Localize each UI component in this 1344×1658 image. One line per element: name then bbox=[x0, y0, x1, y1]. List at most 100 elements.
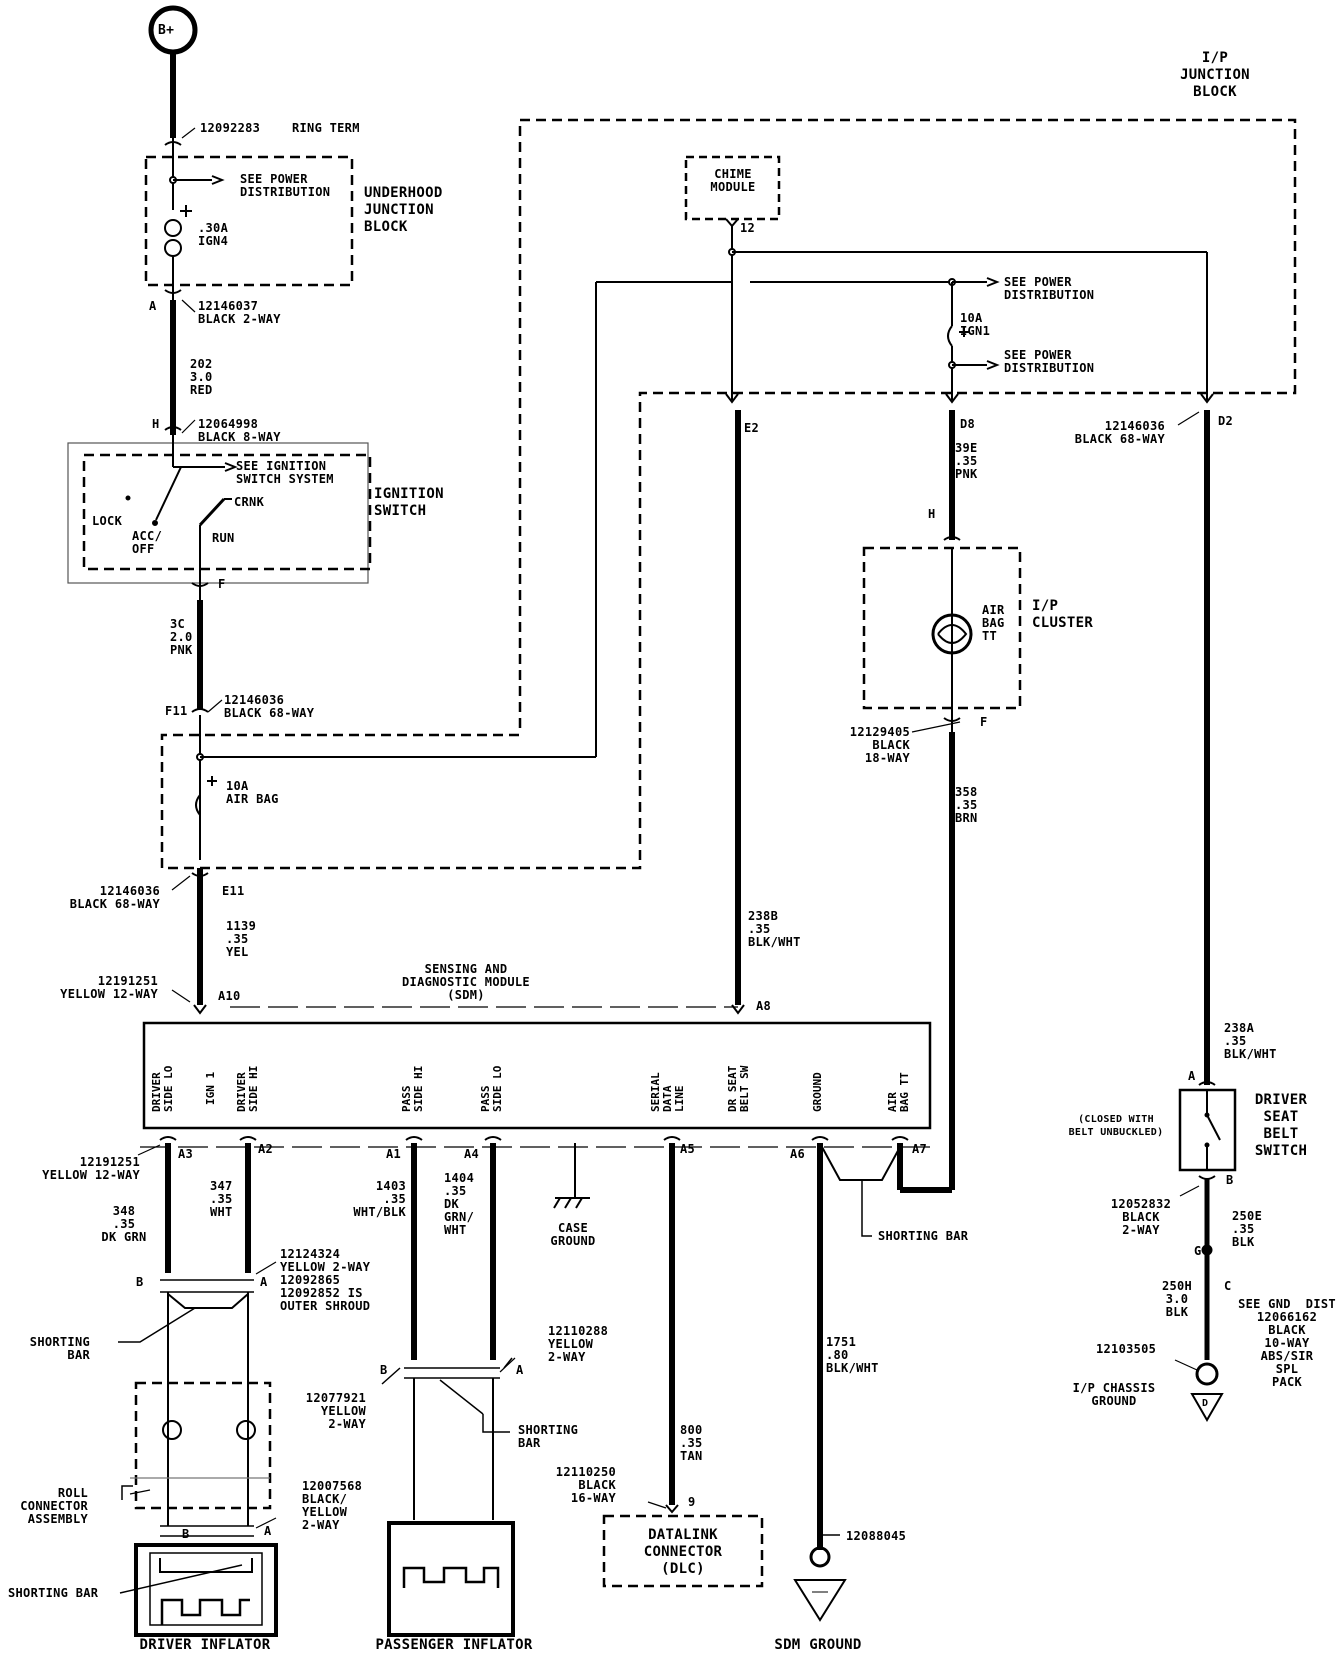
belt-pin-g: G bbox=[1194, 1244, 1202, 1258]
pin-a6: A6 bbox=[790, 1147, 806, 1161]
chime-module-label: CHIME MODULE bbox=[710, 167, 756, 194]
conn-f11: 12146036 BLACK 68-WAY bbox=[224, 693, 315, 720]
passenger-inflator bbox=[387, 1521, 515, 1637]
wire-238a: 238A .35 BLK/WHT bbox=[1224, 1021, 1277, 1061]
wire-347: 347 .35 WHT bbox=[210, 1179, 233, 1219]
wire-1403: 1403 .35 WHT/BLK bbox=[353, 1179, 406, 1219]
ip-chassis-ground: I/P CHASSIS GROUND bbox=[1072, 1381, 1156, 1408]
see-ignition-switch: SEE IGNITION SWITCH SYSTEM bbox=[236, 459, 334, 486]
sdm-module bbox=[142, 1021, 932, 1130]
driver-conn: 12124324 YELLOW 2-WAY 12092865 12092852 … bbox=[280, 1247, 371, 1313]
ring-terminal bbox=[809, 1546, 831, 1568]
see-power-distribution: SEE POWER DISTRIBUTION bbox=[240, 172, 331, 199]
driver-shorting-bar-2: SHORTING BAR bbox=[8, 1586, 99, 1600]
wire-250h: 250H 3.0 BLK bbox=[1161, 1279, 1193, 1319]
driver-pin-b2: B bbox=[182, 1527, 190, 1541]
pin-a8: A8 bbox=[756, 999, 772, 1013]
pin-a3: A3 bbox=[178, 1147, 194, 1161]
pin-a1: A1 bbox=[386, 1147, 402, 1161]
wire-358: 358 .35 BRN bbox=[955, 785, 978, 825]
pin-d8: D8 bbox=[960, 417, 976, 431]
wire-1751: 1751 .80 BLK/WHT bbox=[826, 1335, 879, 1375]
passenger-inflator-label: PASSENGER INFLATOR bbox=[375, 1637, 533, 1653]
battery-label: B+ bbox=[158, 23, 175, 38]
dlc-conn: 12110250 BLACK 16-WAY bbox=[555, 1465, 616, 1505]
dlc-label: DATALINK CONNECTOR (DLC) bbox=[643, 1527, 723, 1577]
wire-238b: 238B .35 BLK/WHT bbox=[748, 909, 801, 949]
pin-a10: A10 bbox=[218, 989, 241, 1003]
ring-term-label: RING TERM bbox=[292, 121, 360, 135]
belt-note: (CLOSED WITH BELT UNBUCKLED) bbox=[1068, 1114, 1164, 1138]
belt-conn: 12052832 BLACK 2-WAY bbox=[1110, 1197, 1172, 1237]
datalink-connector bbox=[602, 1514, 764, 1588]
wire-348: 348 .35 DK GRN bbox=[101, 1204, 147, 1244]
sdm-pass-side-lo: PASS SIDE LO bbox=[479, 1065, 504, 1112]
sdm-pass-side-hi: PASS SIDE HI bbox=[400, 1065, 425, 1112]
conn-12064998: 12064998 BLACK 8-WAY bbox=[198, 417, 281, 444]
pin-a4: A4 bbox=[464, 1147, 480, 1161]
ignition-switch-label: IGNITION SWITCH bbox=[374, 486, 444, 519]
chime-module bbox=[684, 155, 781, 221]
pin-a7: A7 bbox=[912, 1142, 928, 1156]
pin-e2: E2 bbox=[744, 421, 760, 435]
driver-inflator-label: DRIVER INFLATOR bbox=[139, 1637, 271, 1653]
chime-pin: 12 bbox=[740, 221, 756, 235]
run-label: RUN bbox=[212, 531, 235, 545]
belt-ground-part: 12103505 bbox=[1096, 1342, 1157, 1356]
pin-f11: F11 bbox=[165, 704, 188, 718]
wire-250e: 250E .35 BLK bbox=[1232, 1209, 1263, 1249]
roll-connector-label: ROLL CONNECTOR ASSEMBLY bbox=[20, 1486, 88, 1526]
wire-1139: 1139 .35 YEL bbox=[226, 919, 257, 959]
sdm-seat-belt-sw: DR SEAT BELT SW bbox=[726, 1065, 751, 1112]
dlc-pin-9: 9 bbox=[688, 1495, 696, 1509]
ip-cluster-label: I/P CLUSTER bbox=[1032, 598, 1094, 631]
driver-shorting-bar: SHORTING BAR bbox=[29, 1335, 90, 1362]
pin-h: H bbox=[152, 417, 160, 431]
sdm-ground-label: SDM GROUND bbox=[774, 1637, 862, 1653]
driver-pin-a: A bbox=[260, 1275, 268, 1289]
wire-202: 202 3.0 RED bbox=[190, 357, 213, 397]
lock-label: LOCK bbox=[92, 514, 123, 528]
ip-cluster bbox=[862, 546, 1022, 710]
conn-a10: 12191251 YELLOW 12-WAY bbox=[60, 974, 158, 1001]
driver-inflator bbox=[134, 1543, 278, 1637]
see-power-1: SEE POWER DISTRIBUTION bbox=[1004, 275, 1095, 302]
crnk-label: CRNK bbox=[234, 495, 265, 509]
roll-connector bbox=[134, 1381, 272, 1510]
conn-e11: 12146036 BLACK 68-WAY bbox=[69, 884, 160, 911]
pin-e11: E11 bbox=[222, 884, 245, 898]
underhood-junction-block bbox=[144, 155, 354, 287]
passenger-conn1: 12110288 YELLOW 2-WAY bbox=[548, 1324, 609, 1364]
shorting-bar-sdm: SHORTING BAR bbox=[878, 1229, 969, 1243]
see-power-2: SEE POWER DISTRIBUTION bbox=[1004, 348, 1095, 375]
case-ground-label: CASE GROUND bbox=[550, 1221, 596, 1248]
conn-12146037: 12146037 BLACK 2-WAY bbox=[198, 299, 281, 326]
conn-12129405: 12129405 BLACK 18-WAY bbox=[849, 725, 910, 765]
wire-800: 800 .35 TAN bbox=[680, 1423, 703, 1463]
wire-3c: 3C 2.0 PNK bbox=[170, 617, 193, 657]
passenger-conn2: 12077921 YELLOW 2-WAY bbox=[305, 1391, 366, 1431]
pin-d2: D2 bbox=[1218, 414, 1234, 428]
belt-switch-label: DRIVER SEAT BELT SWITCH bbox=[1254, 1092, 1308, 1159]
driver-pin-b: B bbox=[136, 1275, 144, 1289]
ip-junction-block-title: I/P JUNCTION BLOCK bbox=[1180, 50, 1250, 100]
conn-d2: 12146036 BLACK 68-WAY bbox=[1074, 419, 1165, 446]
sdm-airbag-tt: AIR BAG TT bbox=[886, 1072, 911, 1112]
driver-conn2: 12007568 BLACK/ YELLOW 2-WAY bbox=[302, 1479, 363, 1532]
accoff-label: ACC/ OFF bbox=[132, 529, 163, 556]
sdm-ground: GROUND bbox=[811, 1072, 824, 1112]
airbag-lamp bbox=[931, 613, 973, 655]
belt-pin-b: B bbox=[1226, 1173, 1234, 1187]
wire-39e: 39E .35 PNK bbox=[955, 441, 978, 481]
ip-junction-block bbox=[160, 118, 1297, 870]
pin-a5: A5 bbox=[680, 1142, 696, 1156]
sdm-serial-data: SERIAL DATA LINE bbox=[649, 1072, 686, 1112]
fuse-ign1: 10A IGN1 bbox=[960, 311, 991, 338]
passenger-pin-b: B bbox=[380, 1363, 388, 1377]
fuse-ign4: .30A IGN4 bbox=[198, 221, 229, 248]
top-part: 12092283 bbox=[200, 121, 261, 135]
wire-1404: 1404 .35 DK GRN/ WHT bbox=[444, 1171, 475, 1237]
passenger-pin-a: A bbox=[516, 1363, 524, 1377]
conn-a3: 12191251 YELLOW 12-WAY bbox=[42, 1155, 140, 1182]
